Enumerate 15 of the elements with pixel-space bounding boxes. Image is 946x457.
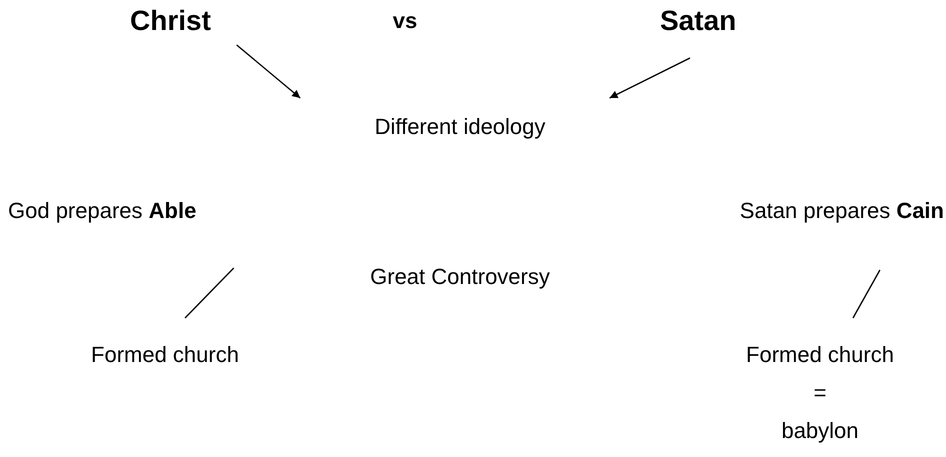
node-text: Christ <box>130 4 211 38</box>
arrow <box>236 44 301 98</box>
node-text: Satan prepares Cain <box>740 197 944 225</box>
node-text: = <box>814 379 826 407</box>
connector-line <box>184 268 234 318</box>
node-text: God prepares Able <box>8 197 196 225</box>
connector-line <box>852 270 880 318</box>
label-text: Great Controversy <box>370 263 550 291</box>
label-text: vs <box>392 7 418 35</box>
arrow <box>609 57 690 99</box>
node-text: Satan <box>660 4 736 38</box>
node-text: babylon <box>781 417 859 445</box>
node-text: Formed church <box>91 341 239 369</box>
node-text: Formed church <box>746 341 894 369</box>
node-text: Different ideology <box>374 113 546 141</box>
